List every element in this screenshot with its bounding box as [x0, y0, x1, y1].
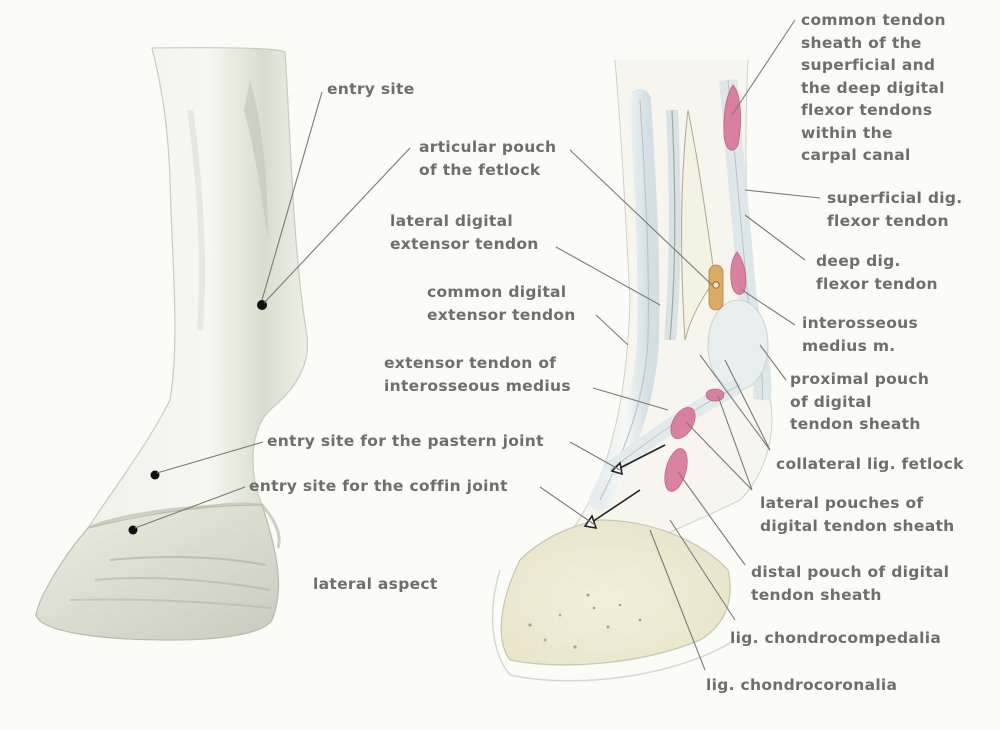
- label-collateral-lig-fetlock: collateral lig. fetlock: [776, 455, 964, 473]
- label-lateral-pouches-digital-tendon-sheath: lateral pouches of digital tendon sheath: [760, 494, 955, 535]
- leader-lines: [134, 19, 821, 671]
- label-common-digital-extensor-tendon: common digital extensor tendon: [427, 283, 576, 324]
- label-distal-pouch-digital-tendon-sheath: distal pouch of digital tendon sheath: [751, 563, 950, 604]
- left-leg-illustration: [35, 47, 309, 641]
- right-leg-dissection: [491, 59, 773, 682]
- label-articular-pouch-fetlock: articular pouch of the fetlock: [419, 138, 557, 179]
- label-entry-site: entry site: [327, 80, 415, 98]
- label-proximal-pouch-digital-tendon-sheath: proximal pouch of digital tendon sheath: [790, 370, 930, 433]
- label-deep-dig-flexor-tendon: deep dig. flexor tendon: [816, 252, 938, 293]
- pastern-entry-marker: [150, 470, 160, 480]
- caption-lateral-aspect: lateral aspect: [313, 575, 438, 593]
- label-superficial-dig-flexor-tendon: superficial dig. flexor tendon: [827, 189, 963, 230]
- lateral-pouch-upper: [705, 388, 725, 402]
- carpal-sheath-pouch: [723, 84, 741, 151]
- label-common-tendon-sheath: common tendon sheath of the superficial …: [801, 11, 946, 164]
- label-extensor-tendon-interosseous-medius: extensor tendon of interosseous medius: [384, 354, 571, 395]
- label-entry-site-coffin-joint: entry site for the coffin joint: [249, 477, 508, 495]
- label-interosseous-medius: interosseous medius m.: [802, 314, 919, 355]
- label-lig-chondrocoronalia: lig. chondrocoronalia: [706, 676, 898, 694]
- label-lateral-digital-extensor-tendon: lateral digital extensor tendon: [390, 212, 539, 253]
- coffin-entry-marker: [128, 525, 138, 535]
- proximal-pouch: [730, 251, 747, 295]
- label-lig-chondrocompedalia: lig. chondrocompedalia: [730, 629, 942, 647]
- label-entry-site-pastern-joint: entry site for the pastern joint: [267, 432, 544, 450]
- distal-pouch: [664, 448, 688, 492]
